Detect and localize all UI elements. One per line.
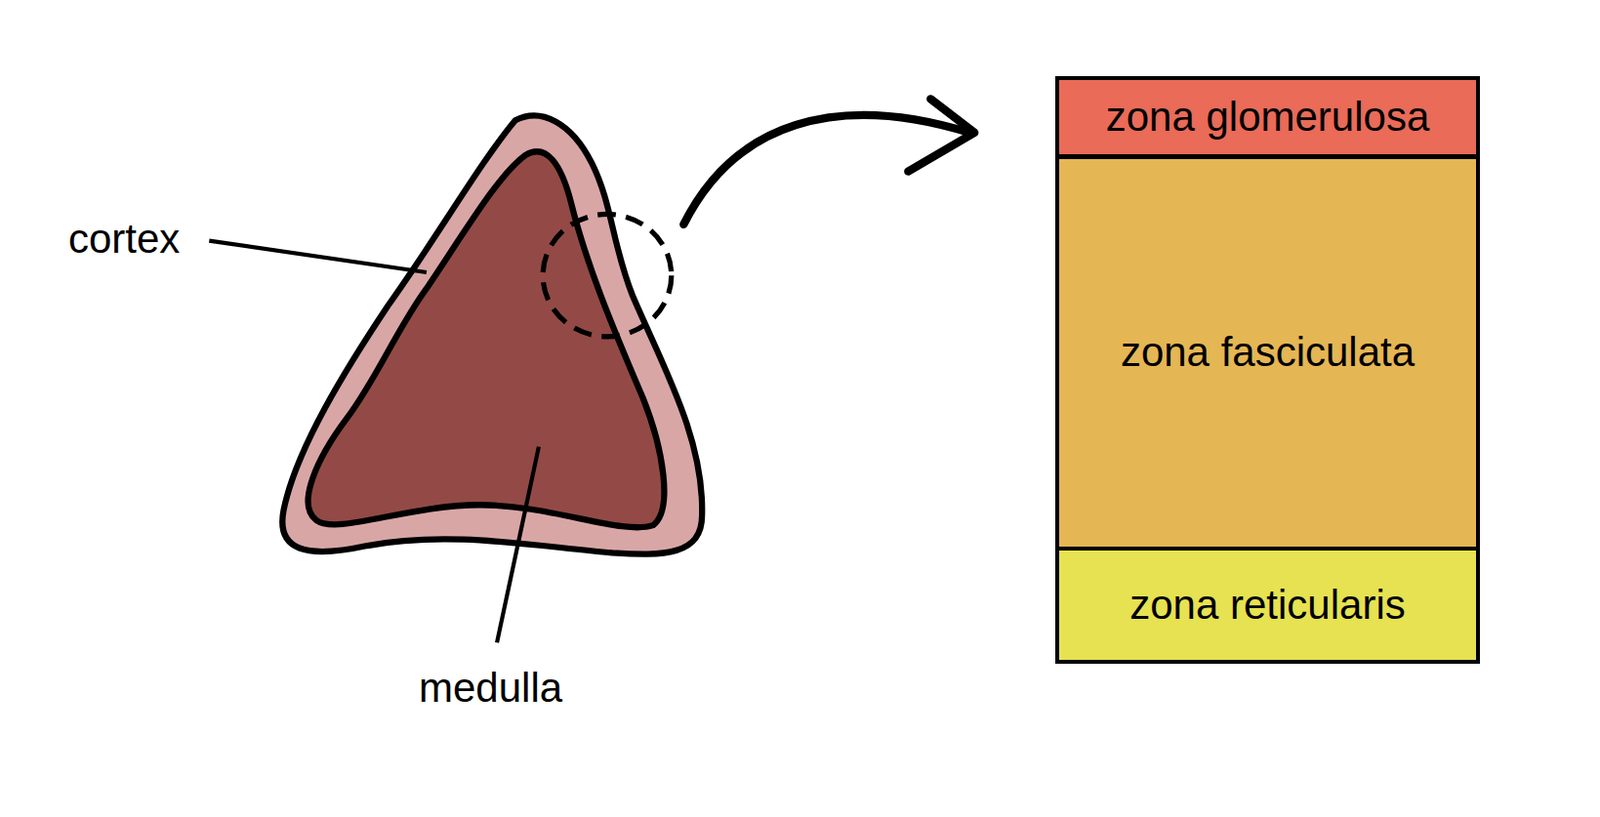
zone-name: zona fasciculata [1120, 329, 1415, 375]
leader-line [496, 447, 539, 644]
zoom-arrow [683, 115, 970, 225]
cortex-zone-band: zona fasciculata [1055, 155, 1480, 551]
cortex-zone-band: zona glomerulosa [1055, 76, 1480, 159]
part-label: medulla [418, 665, 563, 711]
cortex-zone-band: zona reticularis [1055, 546, 1480, 664]
gland-cortex [282, 116, 702, 555]
zoom-circle [542, 213, 672, 336]
part-label: cortex [68, 216, 180, 262]
leader-line [208, 241, 427, 273]
zone-name: zona glomerulosa [1106, 94, 1431, 140]
zoom-arrowhead [907, 98, 975, 171]
gland-medulla [308, 151, 665, 528]
zone-name: zona reticularis [1129, 582, 1405, 628]
